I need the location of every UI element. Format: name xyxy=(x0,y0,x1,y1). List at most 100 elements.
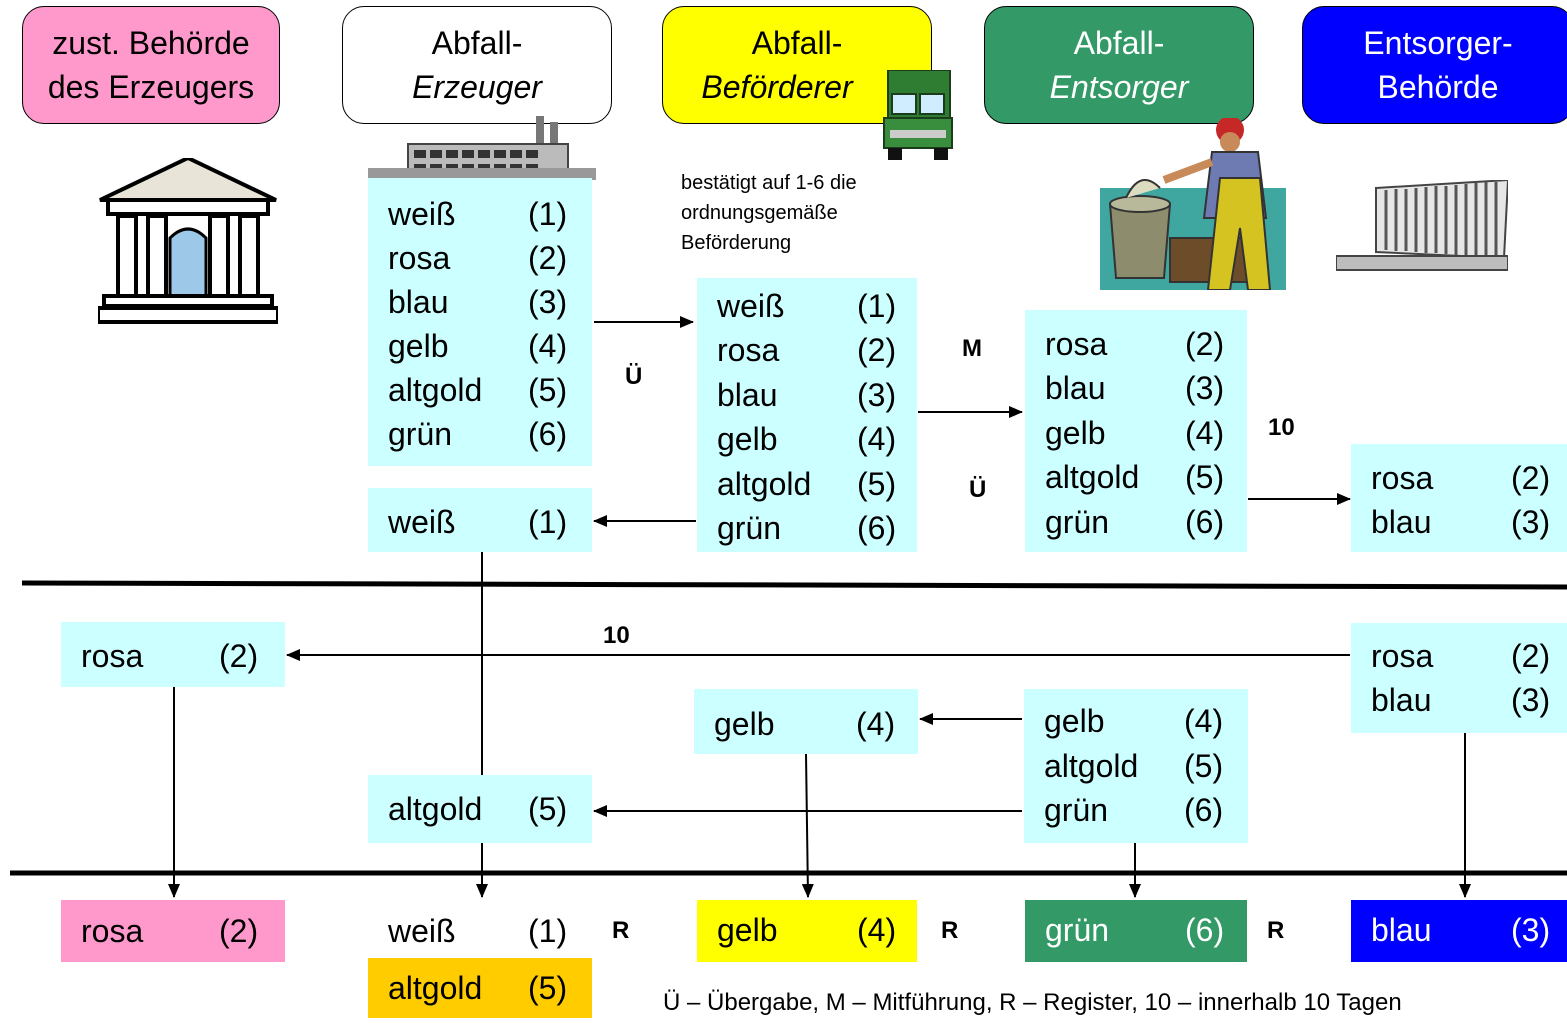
label-uebergabe-2: Ü xyxy=(969,476,987,503)
form-entry-num: (5) xyxy=(1184,748,1224,784)
form-entry-num: (4) xyxy=(1185,415,1225,451)
header-entsorger-behoerde-line1: Entsorger- xyxy=(1363,25,1513,61)
box-erzeuger-return: weiß (1) xyxy=(368,488,592,552)
note-line2: ordnungsgemäße xyxy=(681,202,838,224)
form-entry-num: (6) xyxy=(1184,792,1224,828)
divider-top xyxy=(21,580,1567,590)
form-entry-name: rosa xyxy=(1371,460,1434,496)
form-entry-num: (6) xyxy=(528,416,568,452)
header-behoerde-erzeuger: zust. Behörde des Erzeugers xyxy=(22,6,280,124)
form-entry-num: (2) xyxy=(1185,326,1225,362)
form-entry-name: blau xyxy=(1371,504,1432,540)
register-num: (3) xyxy=(1511,912,1551,948)
register-gelb: gelb (4) xyxy=(697,900,917,962)
form-entry-name: gelb xyxy=(1044,703,1105,739)
form-entry-name: blau xyxy=(717,377,778,413)
register-num: (2) xyxy=(219,913,259,949)
register-num: (5) xyxy=(528,970,568,1006)
form-entry-name: gelb xyxy=(717,421,778,457)
label-register-2: R xyxy=(941,917,959,944)
form-entry-name: grün xyxy=(717,510,782,546)
form-entry-name: rosa xyxy=(1371,638,1434,674)
box-erzeuger-main: weiß (1) rosa (2) blau (3) gelb (4) altg… xyxy=(368,178,592,466)
box-behoerde-top: rosa (2) blau (3) xyxy=(1351,444,1567,552)
form-entry-num: (1) xyxy=(857,288,897,324)
header-behoerde-erzeuger-line1: zust. Behörde xyxy=(52,25,250,61)
form-entry-num: (5) xyxy=(528,372,568,408)
form-entry-name: altgold xyxy=(717,466,812,502)
register-weiss: weiß (1) xyxy=(368,900,592,962)
form-entry-name: rosa xyxy=(1045,326,1108,362)
form-entry-num: (3) xyxy=(1185,370,1225,406)
box-entsorger-main: rosa (2) blau (3) gelb (4) altgold (5) g… xyxy=(1025,310,1247,552)
header-befoerderer-line1: Abfall- xyxy=(751,25,843,61)
box-entsorger-mid: gelb (4) altgold (5) grün (6) xyxy=(1024,689,1248,843)
form-entry-name: weiß xyxy=(717,288,785,324)
note-line1: bestätigt auf 1-6 die xyxy=(681,172,857,194)
form-entry-name: grün xyxy=(1044,792,1109,828)
register-gruen: grün (6) xyxy=(1025,900,1247,962)
register-num: (6) xyxy=(1185,912,1225,948)
register-num: (1) xyxy=(528,913,568,949)
form-entry-name: rosa xyxy=(717,332,780,368)
label-uebergabe-1: Ü xyxy=(625,363,643,390)
register-name: grün xyxy=(1045,912,1110,948)
form-entry-num: (4) xyxy=(857,421,897,457)
box-befoerderer-main: weiß (1) rosa (2) blau (3) gelb (4) altg… xyxy=(697,278,917,552)
box-behoerde-mid: rosa (2) blau (3) xyxy=(1351,623,1567,733)
header-befoerderer-line2: Beförderer xyxy=(701,69,853,105)
form-entry-num: (3) xyxy=(857,377,897,413)
form-entry-name: rosa xyxy=(81,638,144,674)
form-entry-num: (6) xyxy=(857,510,897,546)
office-building-icon xyxy=(1336,180,1508,271)
label-10-days-2: 10 xyxy=(603,622,630,649)
form-entry-name: gelb xyxy=(1045,415,1106,451)
form-entry-num: (3) xyxy=(1511,504,1551,540)
form-entry-num: (4) xyxy=(528,328,568,364)
form-entry-name: grün xyxy=(1045,504,1110,540)
header-entsorger-behoerde-line2: Behörde xyxy=(1377,69,1499,105)
box-erzeuger-behoerde-mid: rosa (2) xyxy=(61,622,285,687)
form-entry-num: (2) xyxy=(1511,460,1551,496)
truck-icon xyxy=(883,70,953,160)
form-entry-num: (5) xyxy=(1185,459,1225,495)
confirmation-note: bestätigt auf 1-6 die ordnungsgemäße Bef… xyxy=(681,168,857,258)
label-mitfuehrung: M xyxy=(962,335,982,362)
form-entry-name: altgold xyxy=(1045,459,1140,495)
form-entry-num: (4) xyxy=(1184,703,1224,739)
form-entry-num: (5) xyxy=(857,466,897,502)
register-rosa: rosa (2) xyxy=(61,900,285,962)
form-entry-num: (2) xyxy=(1511,638,1551,674)
form-entry-num: (1) xyxy=(528,504,568,540)
worker-icon xyxy=(1100,118,1286,290)
form-entry-name: grün xyxy=(388,416,453,452)
form-entry-name: altgold xyxy=(388,791,483,827)
form-entry-name: altgold xyxy=(1044,748,1139,784)
form-entry-num: (3) xyxy=(528,284,568,320)
header-erzeuger-line1: Abfall- xyxy=(431,25,523,61)
form-entry-name: blau xyxy=(388,284,449,320)
form-entry-num: (6) xyxy=(1185,504,1225,540)
legend: Ü – Übergabe, M – Mitführung, R – Regist… xyxy=(663,989,1402,1016)
register-blau: blau (3) xyxy=(1351,900,1567,962)
factory-icon xyxy=(368,116,596,180)
arrow-gelb-to-register xyxy=(801,753,814,898)
box-befoerderer-mid: gelb (4) xyxy=(694,689,918,754)
header-entsorger: Abfall- Entsorger xyxy=(984,6,1254,124)
register-name: gelb xyxy=(717,912,778,948)
register-num: (4) xyxy=(857,912,897,948)
form-entry-name: weiß xyxy=(388,504,456,540)
form-entry-num: (3) xyxy=(1511,682,1551,718)
form-entry-num: (5) xyxy=(528,791,568,827)
register-name: weiß xyxy=(388,913,456,949)
header-erzeuger-line2: Erzeuger xyxy=(412,69,542,105)
form-entry-num: (2) xyxy=(528,240,568,276)
header-entsorger-line2: Entsorger xyxy=(1049,69,1189,105)
register-altgold: altgold (5) xyxy=(368,958,592,1018)
form-entry-name: altgold xyxy=(388,372,483,408)
label-register-1: R xyxy=(612,917,630,944)
note-line3: Beförderung xyxy=(681,232,792,254)
form-entry-name: blau xyxy=(1045,370,1106,406)
label-10-days-1: 10 xyxy=(1268,414,1295,441)
